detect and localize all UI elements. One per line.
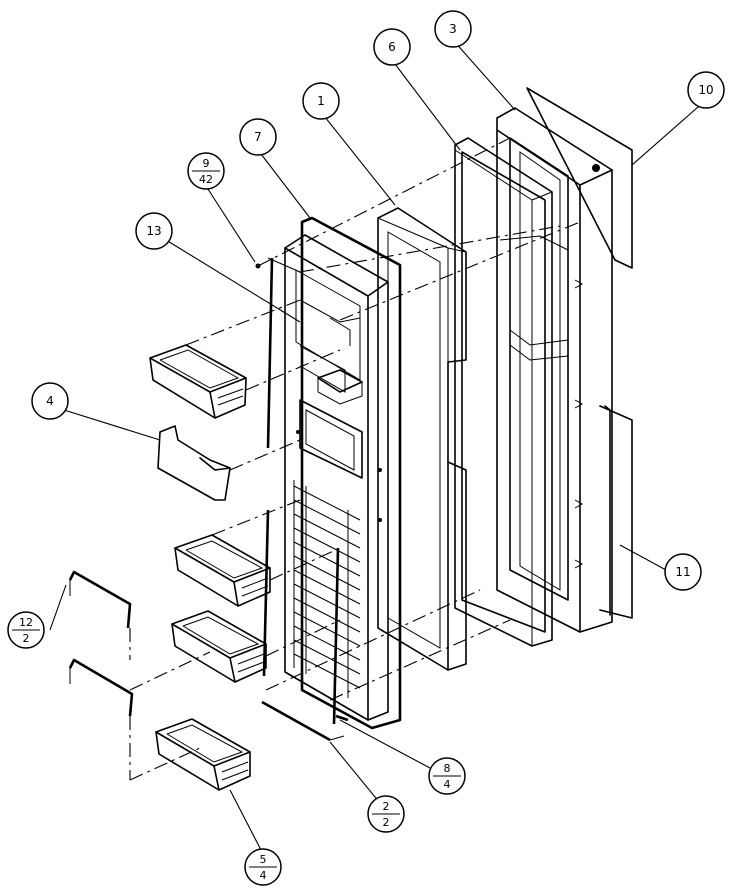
shelf-ribs — [293, 480, 361, 698]
callout-13-label: 13 — [146, 224, 161, 238]
door-insulation-frame — [377, 207, 467, 671]
outer-door-panel — [526, 87, 633, 619]
bottom-trim — [261, 700, 349, 742]
callout-8-den: 4 — [444, 778, 451, 791]
callout-2-num: 2 — [383, 800, 390, 813]
inner-door-panel — [284, 216, 402, 730]
callout-2-2: 2 2 — [367, 795, 405, 833]
callout-1-label: 1 — [317, 94, 325, 108]
leader-lines — [49, 39, 707, 853]
callout-6: 6 — [373, 28, 411, 66]
wire-retainers — [68, 570, 134, 717]
callout-8-4: 8 4 — [428, 757, 466, 795]
callout-3-label: 3 — [449, 22, 457, 36]
callout-10: 10 — [687, 71, 725, 109]
callout-2-den: 2 — [383, 816, 390, 829]
callout-5-den: 4 — [260, 869, 267, 882]
callout-7-label: 7 — [254, 130, 262, 144]
door-liner — [496, 107, 613, 633]
callout-3: 3 — [434, 10, 472, 48]
door-bin-lower — [171, 610, 267, 683]
callout-7: 7 — [239, 118, 277, 156]
door-bin-top — [149, 344, 247, 419]
callout-4: 4 — [31, 382, 69, 420]
callout-5-4: 5 4 — [244, 848, 282, 886]
callout-12-num: 12 — [19, 616, 33, 629]
callout-42-den: 42 — [199, 173, 213, 186]
door-bin-middle — [174, 534, 271, 607]
callout-9-num: 9 — [203, 157, 210, 170]
hinge-cover — [604, 405, 611, 616]
door-gasket — [454, 137, 553, 647]
door-bin-bottom — [155, 718, 251, 791]
callout-13: 13 — [135, 212, 173, 250]
callout-11: 11 — [664, 553, 702, 591]
callout-9-42: 9 42 — [187, 152, 225, 190]
bin-retainer — [157, 425, 231, 501]
callout-6-label: 6 — [388, 40, 396, 54]
callout-10-label: 10 — [698, 83, 713, 97]
callout-11-label: 11 — [675, 565, 690, 579]
hinge-hole-icon — [592, 164, 600, 172]
assembly-lines — [129, 137, 581, 781]
callout-12-den: 2 — [23, 632, 30, 645]
callout-5-num: 5 — [260, 853, 267, 866]
callout-8-num: 8 — [444, 762, 451, 775]
side-trim-strips — [255, 257, 340, 725]
callout-1: 1 — [302, 82, 340, 120]
callout-12-2: 12 2 — [7, 611, 45, 649]
callout-4-label: 4 — [46, 394, 54, 408]
